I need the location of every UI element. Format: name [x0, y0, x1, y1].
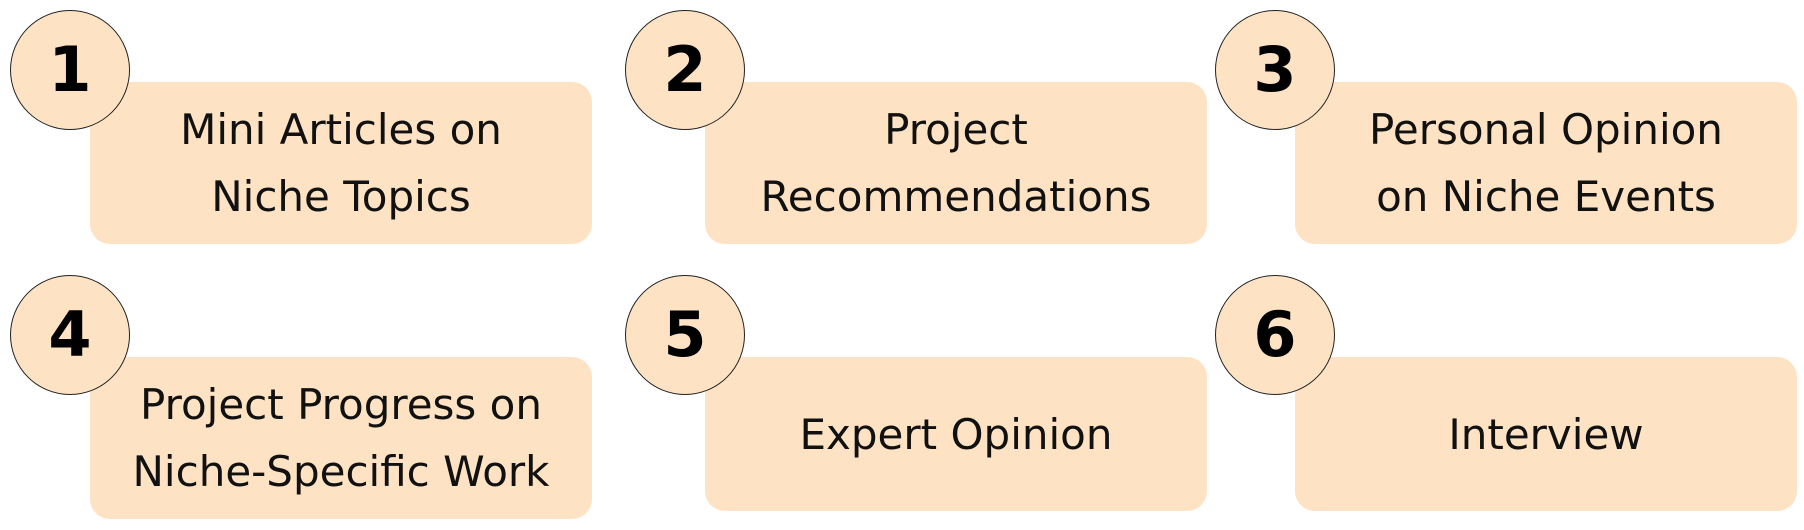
list-item-1: 1 Mini Articles on Niche Topics — [0, 0, 600, 265]
number-badge-6: 6 — [1215, 275, 1335, 395]
item-card-1: Mini Articles on Niche Topics — [90, 82, 592, 244]
item-card-5: Expert Opinion — [705, 357, 1207, 511]
number-badge-4: 4 — [10, 275, 130, 395]
number-badge-2: 2 — [625, 10, 745, 130]
list-item-2: 2 Project Recommendations — [615, 0, 1215, 265]
item-card-6: Interview — [1295, 357, 1797, 511]
item-card-2: Project Recommendations — [705, 82, 1207, 244]
list-item-3: 3 Personal Opinion on Niche Events — [1205, 0, 1804, 265]
number-badge-3: 3 — [1215, 10, 1335, 130]
list-item-4: 4 Project Progress on Niche-Specific Wor… — [0, 265, 600, 530]
item-card-3: Personal Opinion on Niche Events — [1295, 82, 1797, 244]
number-badge-1: 1 — [10, 10, 130, 130]
list-item-6: 6 Interview — [1205, 265, 1804, 530]
item-card-4: Project Progress on Niche-Specific Work — [90, 357, 592, 519]
number-badge-5: 5 — [625, 275, 745, 395]
list-item-5: 5 Expert Opinion — [615, 265, 1215, 530]
